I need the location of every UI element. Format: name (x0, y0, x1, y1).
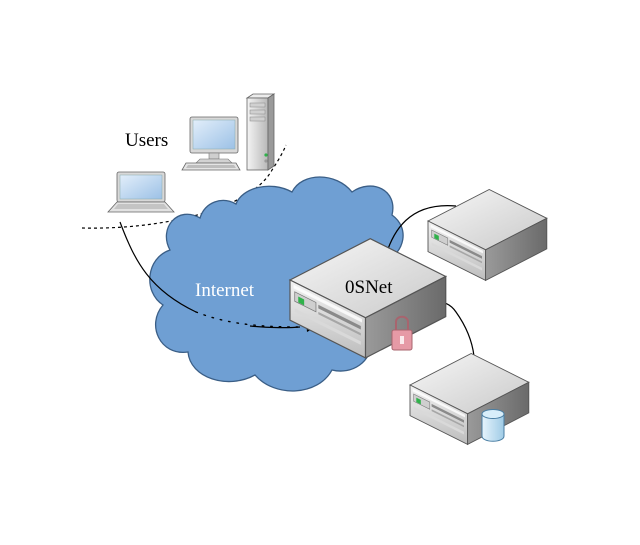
internet-connection-dotted (195, 311, 301, 328)
db-server-icon (409, 353, 530, 445)
app-server-icon (427, 189, 548, 281)
users-label: Users (125, 130, 168, 151)
database-icon (481, 409, 505, 442)
lock-icon (391, 315, 413, 351)
laptop-icon (107, 171, 175, 213)
internet-connection-line (119, 221, 197, 313)
internet-label: Internet (195, 280, 255, 301)
desktop-computer-icon (181, 116, 241, 171)
tower-case-icon (245, 93, 276, 171)
server-label: 0SNet (345, 277, 393, 298)
